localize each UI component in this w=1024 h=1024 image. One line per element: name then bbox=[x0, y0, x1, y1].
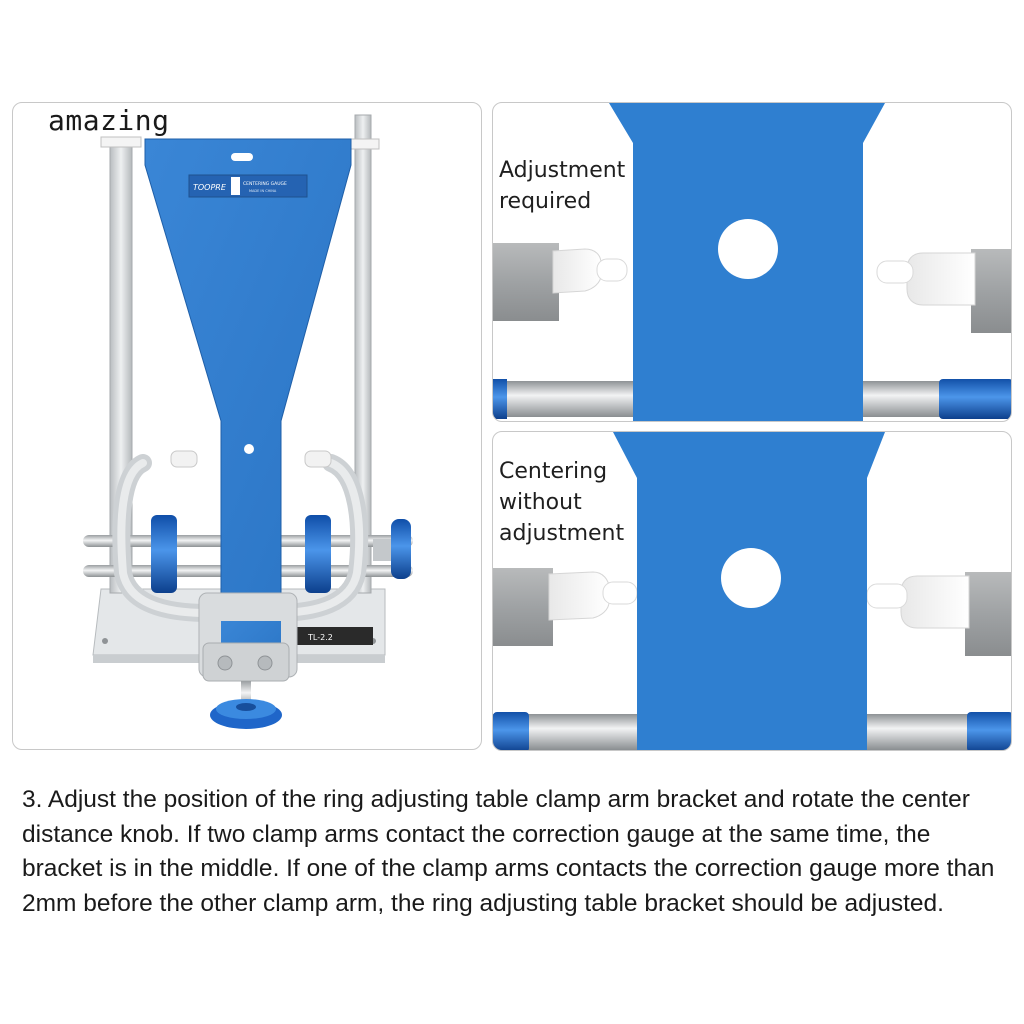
detail-blue-collar bbox=[967, 712, 1011, 750]
detail-illustration-centered bbox=[493, 432, 1011, 750]
right-clamp-tip bbox=[304, 450, 332, 468]
right-clamp-block bbox=[971, 249, 1011, 333]
detail-panel-centered: Centering without adjustment bbox=[492, 431, 1012, 751]
model-plate bbox=[273, 627, 373, 645]
gauge-hole-centered bbox=[721, 548, 781, 608]
gauge-hang-slot bbox=[231, 153, 253, 161]
left-clamp-tip bbox=[170, 450, 198, 468]
model-label: TL-2.2 bbox=[307, 633, 333, 642]
left-nylon-tip bbox=[548, 571, 610, 621]
detail-panel-adjustment-required: Adjustment required bbox=[492, 102, 1012, 422]
right-collar bbox=[305, 515, 331, 593]
right-nylon-tip bbox=[900, 575, 970, 629]
right-upright bbox=[354, 114, 372, 594]
right-clamp-block bbox=[965, 572, 1011, 656]
watermark: amazing bbox=[48, 104, 170, 137]
gauge-label-plate bbox=[188, 174, 308, 198]
gauge-hole-off-center bbox=[718, 219, 778, 279]
gauge-label: CENTERING GAUGE bbox=[243, 181, 287, 187]
caption-adjustment-required: Adjustment required bbox=[499, 158, 626, 214]
center-distance-knob bbox=[391, 519, 411, 579]
detail-blue-collar bbox=[939, 379, 1011, 419]
left-clamp-block bbox=[493, 568, 553, 646]
product-photo-panel: TL-2.2 TOOPRE CENTERING GAUGE MADE IN CH… bbox=[12, 102, 482, 750]
instruction-text: 3. Adjust the position of the ring adjus… bbox=[22, 786, 995, 917]
truing-stand-illustration: TL-2.2 TOOPRE CENTERING GAUGE MADE IN CH… bbox=[83, 114, 413, 729]
left-clamp-block bbox=[493, 243, 559, 321]
gauge-hole bbox=[244, 444, 254, 454]
left-nylon-tip bbox=[552, 248, 602, 294]
adjust-screw bbox=[241, 681, 251, 707]
left-collar bbox=[151, 515, 177, 593]
brand-label: TOOPRE bbox=[193, 183, 227, 192]
detail-illustration-off-center bbox=[493, 103, 1011, 421]
caption-centered: Centering without adjustment bbox=[499, 459, 625, 546]
right-nylon-tip bbox=[906, 252, 976, 306]
made-in-label: MADE IN CHINA bbox=[249, 189, 277, 193]
